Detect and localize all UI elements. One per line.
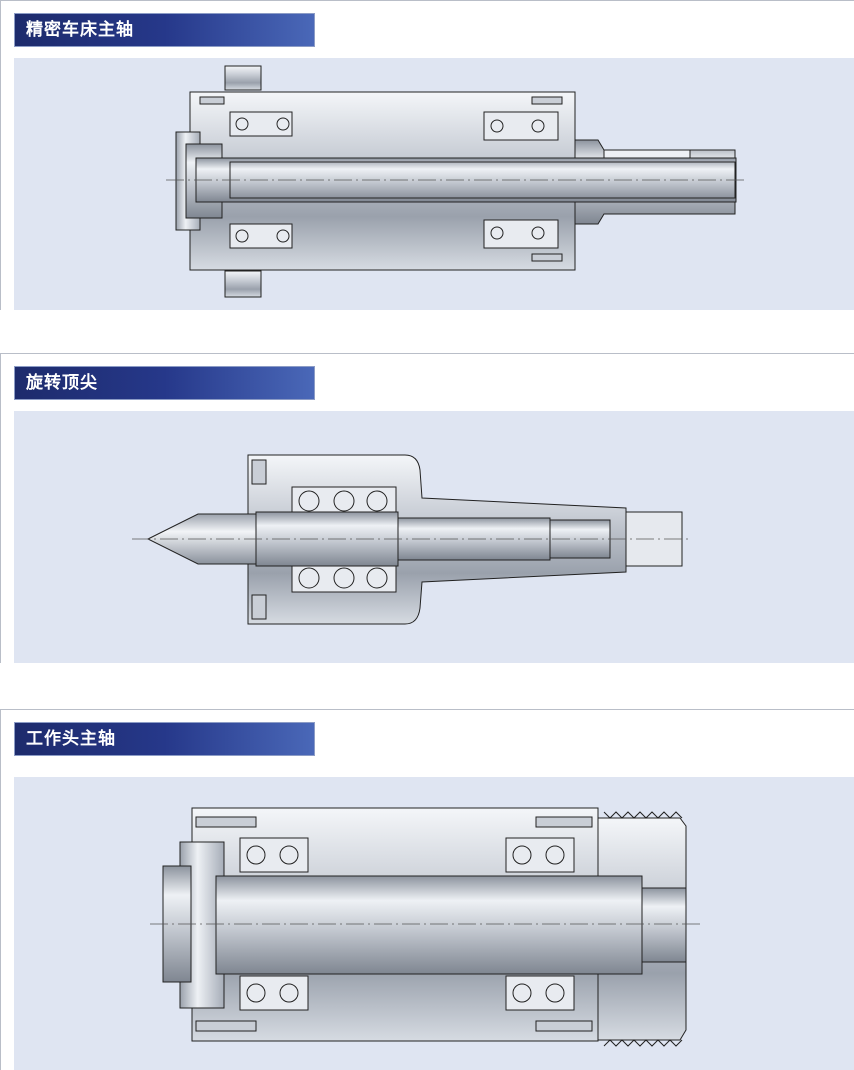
bearing-bottom [291,563,397,593]
flange-top [224,65,262,91]
section-title-live-center: 旋转顶尖 [14,366,315,400]
section-border [0,0,1,310]
shaft-tail [641,887,687,963]
section-divider [0,0,854,1]
section-divider [0,709,854,710]
section-divider [0,353,854,354]
live-center-drawing [132,454,690,625]
section-title-workhead-spindle: 工作头主轴 [14,722,315,756]
flange-bottom [224,270,262,298]
bearing-set [229,111,559,249]
nose-ring [603,149,691,159]
bearing-top [291,486,397,516]
section-border [0,353,1,663]
section-title-lathe-spindle: 精密车床主轴 [14,13,315,47]
workhead-spindle-drawing [150,807,700,1047]
lathe-spindle-drawing [166,65,748,298]
workhead-shaft [215,875,643,975]
section-border [0,709,1,1070]
